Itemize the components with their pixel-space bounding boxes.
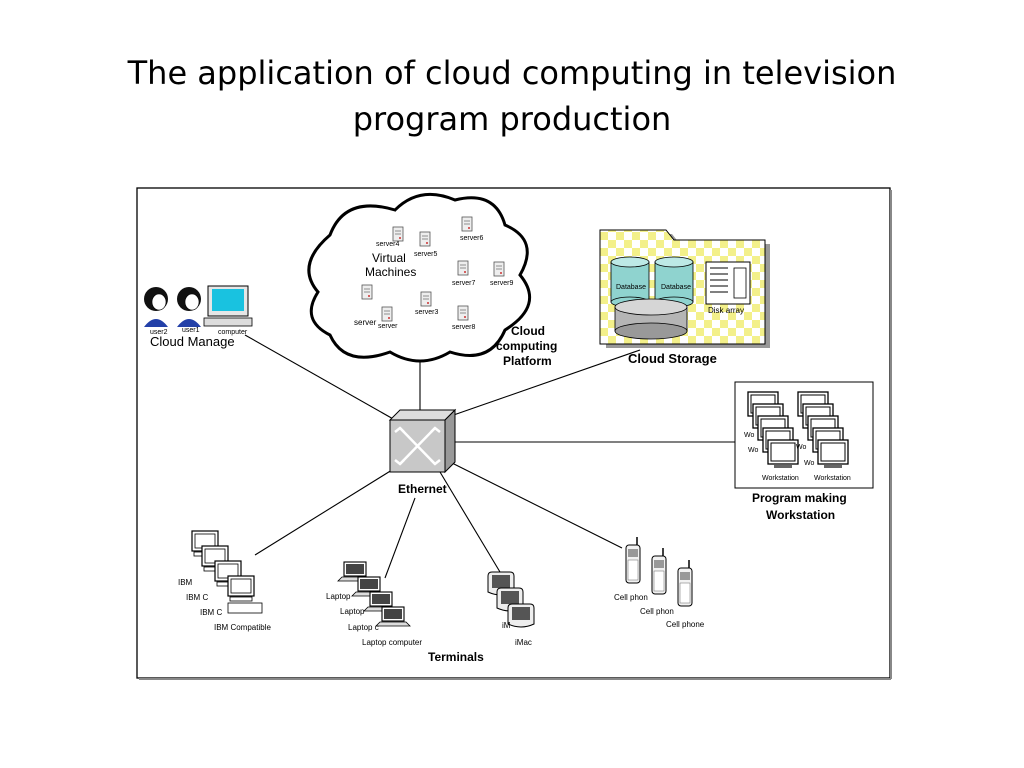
cell-phone-label: Cell phon xyxy=(614,593,648,602)
laptop-label: Laptop xyxy=(326,592,351,601)
network-links xyxy=(244,334,735,579)
switch-arrows-icon xyxy=(394,426,441,466)
virtual-machines-label: Machines xyxy=(365,265,416,279)
cell-phone-label: Cell phon xyxy=(640,607,674,616)
workstation-label: Wo xyxy=(748,447,758,454)
server-label: server8 xyxy=(452,324,475,331)
server-label: server xyxy=(378,323,398,330)
workstation-label: Workstation xyxy=(762,475,799,482)
database-label: Database xyxy=(616,284,646,291)
ibm-label: IBM C xyxy=(200,608,222,617)
laptop-group: Laptop Laptop Laptop c Laptop computer xyxy=(326,561,422,647)
computer-icon xyxy=(203,285,253,327)
ibm-label: IBM Compatible xyxy=(214,623,271,632)
program-workstation: Wo Wo Wo Wo Workstation Workstation Prog… xyxy=(734,381,874,522)
cloud-storage: Database Database Disk array Cloud Stora… xyxy=(599,229,770,366)
workstation-label: Wo xyxy=(744,432,754,439)
server-label: server4 xyxy=(376,241,399,248)
imac-label: iM xyxy=(502,621,511,630)
workstation-label: Wo xyxy=(804,460,814,467)
cloud-platform-label: Cloud xyxy=(511,324,545,338)
workstation-label: Wo xyxy=(796,444,806,451)
cloud-platform-label: Platform xyxy=(503,354,552,368)
ibm-label: IBM C xyxy=(186,593,208,602)
ibm-compatible-group: IBM IBM C IBM C IBM Compatible xyxy=(178,530,271,632)
user-label: user2 xyxy=(150,329,168,336)
user-label: user1 xyxy=(182,327,200,334)
disk-array-label: Disk array xyxy=(708,306,744,315)
virtual-machines-label: Virtual xyxy=(372,251,406,265)
title-line-1: The application of cloud computing in te… xyxy=(127,54,897,92)
cell-phone-label: Cell phone xyxy=(666,620,705,629)
imac-group: iM iMac xyxy=(487,571,535,647)
workstation-label: Workstation xyxy=(814,475,851,482)
ibm-label: IBM xyxy=(178,578,193,587)
workstation-title: Program making xyxy=(752,491,847,505)
cloud-manage: user2 user1 computer Cloud Manage xyxy=(143,285,253,349)
cloud-shape xyxy=(307,192,531,363)
storage-disk-icon xyxy=(614,298,688,340)
cloud-computing-platform: server4 server5 server6 server7 server9 … xyxy=(307,192,557,368)
server-label: server5 xyxy=(414,251,437,258)
server-label: server7 xyxy=(452,280,475,287)
cloud-manage-label: Cloud Manage xyxy=(150,334,235,349)
server-label: server3 xyxy=(415,309,438,316)
laptop-label: Laptop xyxy=(340,607,365,616)
laptop-label: Laptop c xyxy=(348,623,379,632)
title-line-2: program production xyxy=(352,100,672,138)
cloud-storage-label: Cloud Storage xyxy=(628,351,717,366)
cell-phone-group: Cell phon Cell phon Cell phone xyxy=(614,536,705,629)
database-label: Database xyxy=(661,284,691,291)
ethernet-label: Ethernet xyxy=(398,482,447,496)
cloud-platform-label: computing xyxy=(496,339,557,353)
server-label: server9 xyxy=(490,280,513,287)
computer-label: computer xyxy=(218,329,248,336)
terminals-label: Terminals xyxy=(428,650,484,664)
ethernet-switch: Ethernet xyxy=(388,408,457,496)
laptop-label: Laptop computer xyxy=(362,638,422,647)
workstation-title: Workstation xyxy=(766,508,835,522)
disk-array-icon xyxy=(705,261,751,305)
server-label: server xyxy=(354,318,377,327)
server-label: server6 xyxy=(460,235,483,242)
slide-title: The application of cloud computing in te… xyxy=(0,50,1024,142)
imac-label: iMac xyxy=(515,638,532,647)
